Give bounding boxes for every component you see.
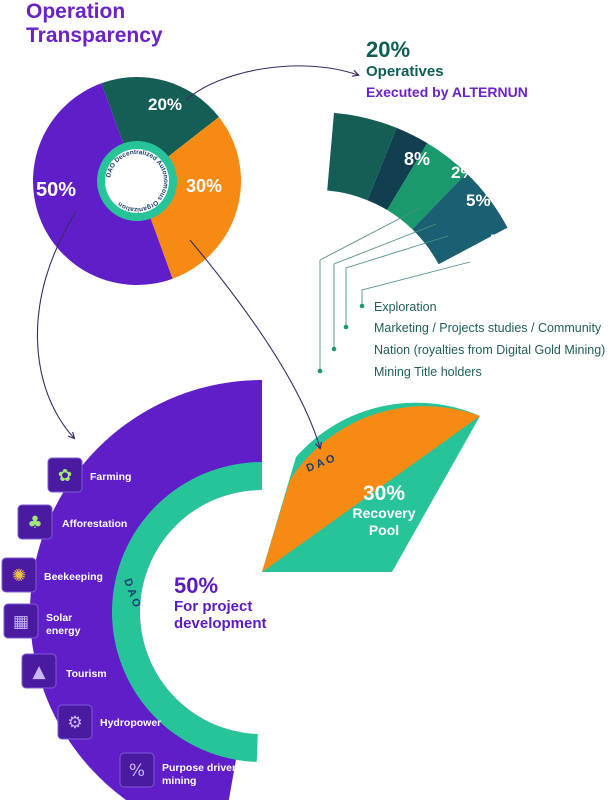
svg-text:✺: ✺ bbox=[12, 566, 26, 586]
svg-text:▲: ▲ bbox=[32, 662, 46, 682]
project-label-mining: Purpose driven mining bbox=[162, 762, 239, 787]
project-label-beekeeping: Beekeeping bbox=[44, 571, 103, 583]
donut-slice-30 bbox=[147, 116, 241, 279]
projects-dao-band bbox=[111, 462, 262, 762]
donut-hole bbox=[105, 149, 169, 213]
project-label-hydropower: Hydropower bbox=[100, 717, 162, 729]
legend-connectors bbox=[319, 207, 471, 371]
operatives-fan bbox=[327, 112, 508, 265]
donut-label-30: 30% bbox=[186, 176, 222, 196]
projects-center-text: 50% For project development bbox=[174, 573, 267, 633]
bee-icon: ✺ bbox=[1, 557, 37, 593]
project-label-farming: Farming bbox=[90, 471, 132, 483]
recovery-percent: 30% bbox=[363, 482, 405, 505]
legend-nation: Nation (royalties from Digital Gold Mini… bbox=[374, 343, 606, 357]
project-label-afforestation: Afforestation bbox=[62, 518, 128, 530]
projects-inner-cutout bbox=[140, 490, 262, 734]
recovery-line1: Recovery bbox=[352, 505, 415, 521]
svg-text:♣: ♣ bbox=[27, 513, 42, 533]
arrow-to-recovery bbox=[189, 239, 320, 448]
project-label-solar: Solar energy bbox=[46, 612, 81, 637]
solar-panel-icon: ▦ bbox=[3, 603, 39, 639]
operatives-label-2a: 2% bbox=[451, 163, 476, 182]
legend-marketing: Marketing / Projects studies / Community bbox=[374, 321, 602, 335]
donut-slice-20 bbox=[101, 76, 219, 162]
hydropower-gear-icon: ⚙ bbox=[57, 704, 93, 740]
operatives-label-5b: 5% bbox=[490, 231, 515, 250]
operatives-label-5a: 5% bbox=[466, 191, 491, 210]
donut-label-20: 20% bbox=[148, 95, 182, 114]
operatives-label-8: 8% bbox=[404, 149, 430, 169]
project-development-sector bbox=[30, 380, 262, 800]
arrow-to-operatives bbox=[185, 65, 358, 101]
operatives-segment-5a bbox=[387, 143, 467, 230]
arrow-to-projects bbox=[36, 211, 77, 438]
legend-markers bbox=[317, 303, 365, 374]
svg-text:%: % bbox=[129, 761, 145, 781]
donut-label-50: 50% bbox=[36, 179, 76, 201]
svg-text:▦: ▦ bbox=[13, 612, 29, 632]
operatives-segment-8 bbox=[327, 112, 397, 201]
operatives-header: 20% Operatives Executed by ALTERNUN bbox=[366, 38, 528, 102]
mining-percent-icon: % bbox=[119, 752, 155, 788]
operatives-segment-2 bbox=[367, 127, 428, 210]
project-label-tourism: Tourism bbox=[66, 668, 107, 680]
svg-text:⚙: ⚙ bbox=[67, 713, 82, 733]
wheat-icon: ✿ bbox=[47, 457, 83, 493]
mountain-pin-icon: ▲ bbox=[21, 653, 57, 689]
flow-arrows bbox=[36, 65, 358, 448]
operatives-percent: 20% bbox=[366, 37, 411, 62]
project-icon-tiles: ✿ ♣ ✺ ▦ ▲ ⚙% bbox=[1, 457, 155, 788]
recovery-pool-sector bbox=[262, 406, 480, 572]
legend-mining-title: Mining Title holders bbox=[374, 365, 482, 379]
page-title: Operation Transparency bbox=[26, 0, 163, 47]
operatives-segment-5b bbox=[412, 173, 508, 265]
operatives-subtitle: Executed by ALTERNUN bbox=[366, 84, 528, 100]
tree-icon: ♣ bbox=[17, 504, 53, 540]
operatives-label: Operatives bbox=[366, 63, 444, 80]
recovery-line2: Pool bbox=[369, 522, 399, 538]
legend-exploration: Exploration bbox=[374, 300, 437, 314]
svg-text:✿: ✿ bbox=[58, 466, 72, 486]
